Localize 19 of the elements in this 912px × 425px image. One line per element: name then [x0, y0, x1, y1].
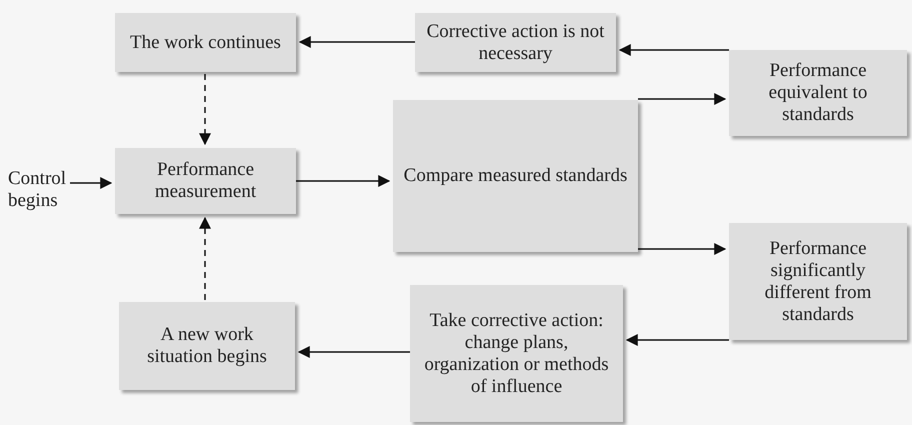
arrow [199, 216, 211, 300]
process-box: Performance measurement [115, 148, 296, 214]
process-box: Take corrective action: change plans, organization or methods of influence [410, 285, 623, 422]
arrow [298, 346, 410, 358]
process-box: A new work situation begins [119, 302, 295, 390]
arrow [296, 175, 390, 187]
arrow [638, 243, 726, 255]
arrow [70, 177, 112, 189]
process-box: The work continues [115, 13, 296, 72]
arrow [618, 44, 729, 56]
arrow [298, 36, 415, 48]
arrow [199, 74, 211, 146]
process-box: Corrective action is not necessary [415, 13, 616, 72]
arrow [626, 334, 729, 346]
arrow [638, 93, 726, 105]
process-box: Performance significantly different from standards [729, 223, 907, 340]
start-label: Control begins [8, 168, 70, 212]
process-box: Performance equivalent to standards [729, 50, 907, 136]
process-box: Compare measured standards [393, 100, 638, 252]
